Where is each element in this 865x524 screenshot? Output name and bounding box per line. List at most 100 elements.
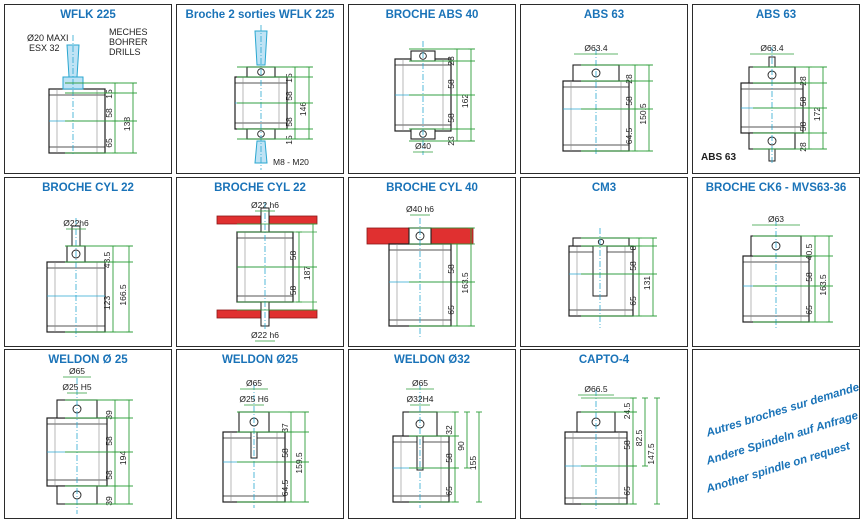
spec-label: BOHRER	[109, 37, 148, 47]
dimension-label: 123	[102, 296, 112, 310]
cell-title: ABS 63	[583, 9, 625, 21]
diameter-label: Ø65	[412, 378, 428, 388]
dimension-label: 65	[446, 305, 456, 315]
dimension-label: 159.5	[294, 452, 304, 474]
diameter-label: Ø65	[246, 378, 262, 388]
dimension-label: 147.5	[646, 443, 656, 465]
cell-title: BROCHE ABS 40	[385, 9, 479, 21]
cell-title: CM3	[591, 182, 617, 194]
spec-label: MECHES	[109, 27, 148, 37]
dimension-label: 28	[624, 74, 634, 84]
spec-label: DRILLS	[109, 47, 141, 57]
dimension-label: 64.5	[624, 127, 634, 144]
dimension-label: 58	[624, 96, 634, 106]
cell-title: BROCHE CYL 22	[214, 182, 306, 194]
request-note-line: Autres broches sur demande	[705, 381, 860, 440]
dimension-label: 58	[622, 440, 632, 450]
dimension-label: 28	[798, 76, 808, 86]
dimension-label: 65	[804, 305, 814, 315]
dimension-label: 15	[104, 89, 114, 99]
dimension-label: 166.5	[118, 284, 128, 306]
dimension-label: 58	[446, 264, 456, 274]
dimension-label: 65	[444, 486, 454, 496]
dimension-label: 37	[280, 423, 290, 433]
cell-title: WFLK 225	[60, 9, 116, 21]
dimension-label: 138	[122, 117, 132, 131]
cell-title: BROCHE CYL 22	[42, 182, 134, 194]
dimension-label: 58	[446, 79, 456, 89]
dimension-label: 65	[628, 296, 638, 306]
spec-label: Ø20 MAXI	[27, 33, 69, 43]
diameter-label: Ø63	[768, 214, 784, 224]
diameter-label: Ø63.4	[584, 43, 607, 53]
cell-title: BROCHE CK6 - MVS63-36	[705, 182, 847, 194]
screw-icon	[597, 238, 605, 246]
dimension-label: 58	[280, 448, 290, 458]
dimension-label: 90	[456, 441, 466, 451]
request-note-line: Andere Spindeln auf Anfrage	[705, 409, 860, 468]
dimension-label: 58	[288, 251, 298, 261]
cell-title: WELDON Ø32	[393, 354, 471, 366]
dimension-label: 24.5	[622, 402, 632, 419]
dimension-label: 64.5	[280, 479, 290, 496]
dimension-label: 163.5	[818, 274, 828, 296]
diameter-label: Ø22 h6	[251, 330, 279, 340]
dimension-label: 194	[118, 451, 128, 465]
dimension-label: 58	[798, 97, 808, 107]
dimension-label: 15	[284, 135, 294, 145]
spindle-drawing: Ø63 40.5 58 65 163.5	[742, 214, 833, 328]
cell-title: CAPTO-4	[578, 354, 630, 366]
dimension-label: 162	[460, 94, 470, 108]
dimension-label: 8	[628, 245, 638, 250]
dimension-label: 82.5	[634, 429, 644, 446]
diameter-label: Ø22 h6	[251, 200, 279, 210]
dimension-label: 58	[798, 122, 808, 132]
spec-label: ESX 32	[29, 43, 60, 53]
cell-title: WELDON Ø 25	[48, 354, 128, 366]
diameter-label: Ø66.5	[584, 384, 607, 394]
dimension-label: 58	[628, 261, 638, 271]
diameter-label: Ø22h6	[63, 218, 89, 228]
cell-title: ABS 63	[755, 9, 797, 21]
dimension-label: 40.5	[804, 243, 814, 260]
dimension-label: 43.5	[102, 251, 112, 268]
dimension-label: 58	[444, 453, 454, 463]
dimension-label: 65	[104, 138, 114, 148]
dimension-label: 28	[798, 142, 808, 152]
dimension-label: 58	[104, 436, 114, 446]
dimension-label: 146	[298, 102, 308, 116]
dimension-label: 15	[284, 73, 294, 83]
dimension-label: 58	[284, 91, 294, 101]
dimension-label: 39	[104, 410, 114, 420]
dimension-label: 58	[446, 113, 456, 123]
dimension-label: 58	[104, 108, 114, 118]
cell-title: Broche 2 sorties WFLK 225	[185, 9, 335, 21]
diameter-label: Ø40	[415, 141, 431, 151]
dimension-label: 58	[804, 272, 814, 282]
dimension-label: 163.5	[460, 272, 470, 294]
dimension-label: 58	[288, 286, 298, 296]
diameter-label: Ø32H4	[407, 394, 434, 404]
